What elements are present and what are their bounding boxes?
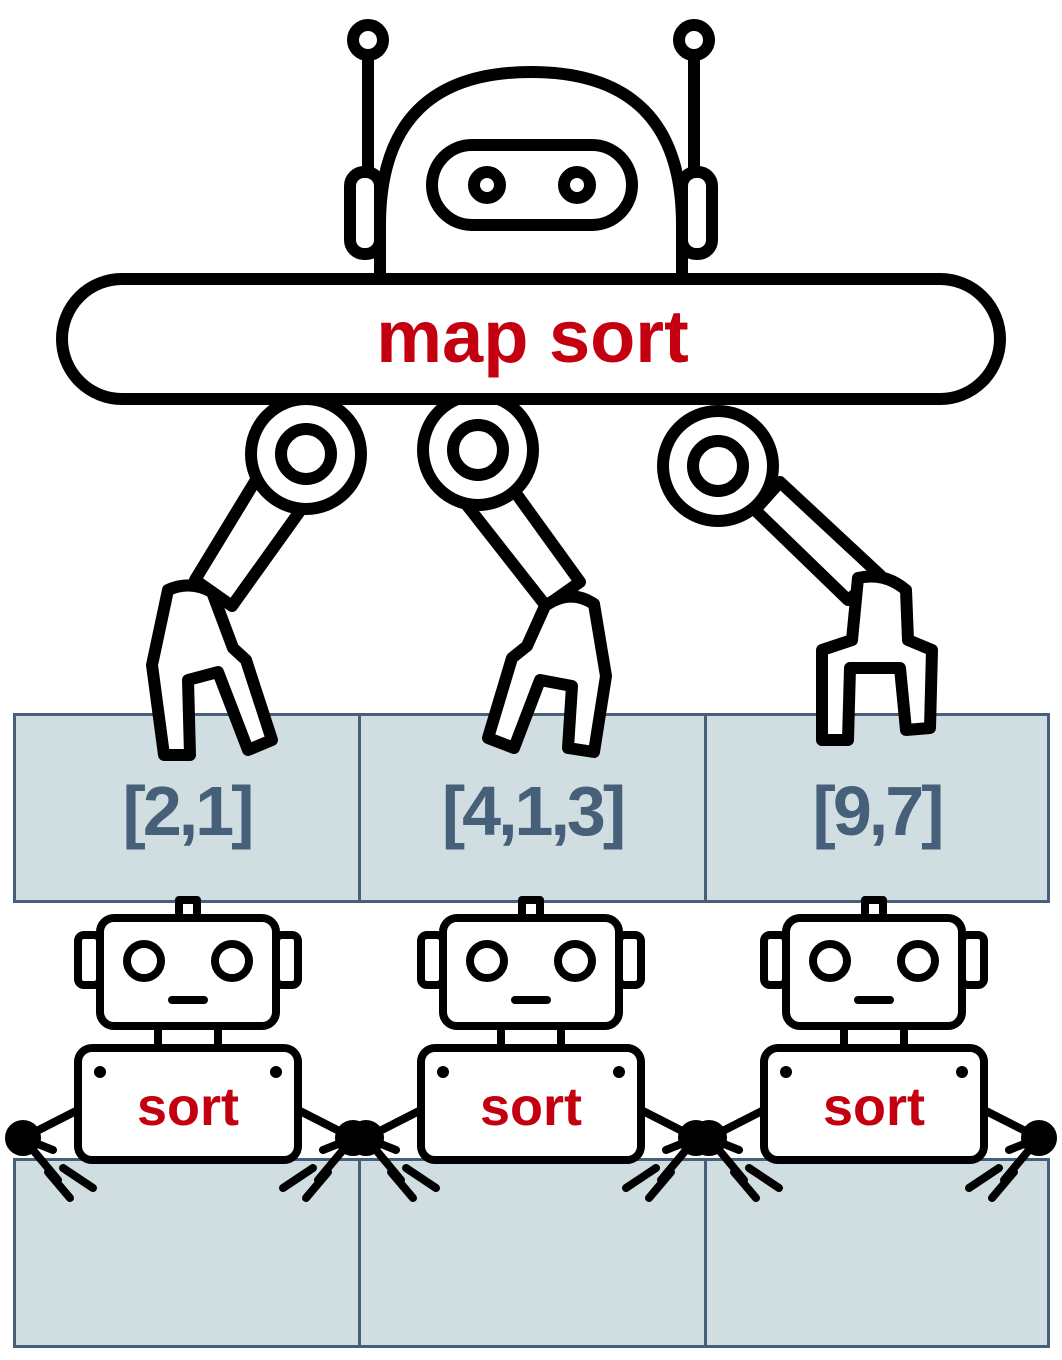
worker-eye-left-icon — [809, 940, 851, 982]
input-cell-3: [9,7] — [704, 713, 1050, 903]
worker-rivet-icon — [613, 1066, 625, 1078]
input-list-label: [4,1,3] — [441, 772, 626, 850]
robot-arm-middle-icon — [417, 389, 612, 758]
input-list-label: [2,1] — [122, 772, 255, 850]
worker-rivet-icon — [956, 1066, 968, 1078]
worker-rivet-icon — [437, 1066, 449, 1078]
worker-claw-left-icon — [730, 1164, 783, 1202]
worker-eye-right-icon — [554, 940, 596, 982]
worker-joint-left-icon — [348, 1120, 384, 1156]
worker-joint-right-icon — [1021, 1120, 1057, 1156]
map-robot-label: map sort — [376, 295, 689, 378]
worker-claw-right-icon — [965, 1164, 1018, 1202]
worker-eye-right-icon — [211, 940, 253, 982]
worker-body-icon — [74, 1044, 302, 1164]
worker-rivet-icon — [780, 1066, 792, 1078]
input-cell-1: [2,1] — [13, 713, 361, 903]
antenna-left-tip-icon — [347, 19, 389, 61]
worker-robot-3 — [691, 896, 1057, 1202]
worker-robot-1 — [5, 896, 371, 1202]
input-cell-2: [4,1,3] — [358, 713, 707, 903]
worker-body-icon — [417, 1044, 645, 1164]
worker-claw-right-icon — [279, 1164, 332, 1202]
input-list-label: [9,7] — [812, 772, 945, 850]
output-cell-3 — [704, 1158, 1050, 1348]
robot-eye-left-icon — [468, 166, 506, 204]
worker-claw-left-icon — [44, 1164, 97, 1202]
worker-joint-left-icon — [5, 1120, 41, 1156]
output-cell-2 — [358, 1158, 707, 1348]
robot-arm-right-icon — [657, 405, 938, 746]
worker-robot-label: sort — [136, 1077, 239, 1137]
worker-robot-label: sort — [479, 1077, 582, 1137]
worker-eye-left-icon — [466, 940, 508, 982]
worker-rivet-icon — [94, 1066, 106, 1078]
worker-body-icon — [760, 1044, 988, 1164]
worker-rivet-icon — [270, 1066, 282, 1078]
worker-robot-2 — [348, 896, 714, 1202]
worker-claw-right-icon — [622, 1164, 675, 1202]
robot-visor-icon — [426, 139, 638, 231]
worker-eye-right-icon — [897, 940, 939, 982]
worker-eye-left-icon — [123, 940, 165, 982]
worker-robot-label: sort — [822, 1077, 925, 1137]
robot-eye-right-icon — [558, 166, 596, 204]
worker-joint-left-icon — [691, 1120, 727, 1156]
worker-claw-left-icon — [387, 1164, 440, 1202]
antenna-right-tip-icon — [673, 19, 715, 61]
map-robot-body-bar — [56, 273, 1006, 405]
robot-arm-left-icon — [146, 393, 367, 761]
